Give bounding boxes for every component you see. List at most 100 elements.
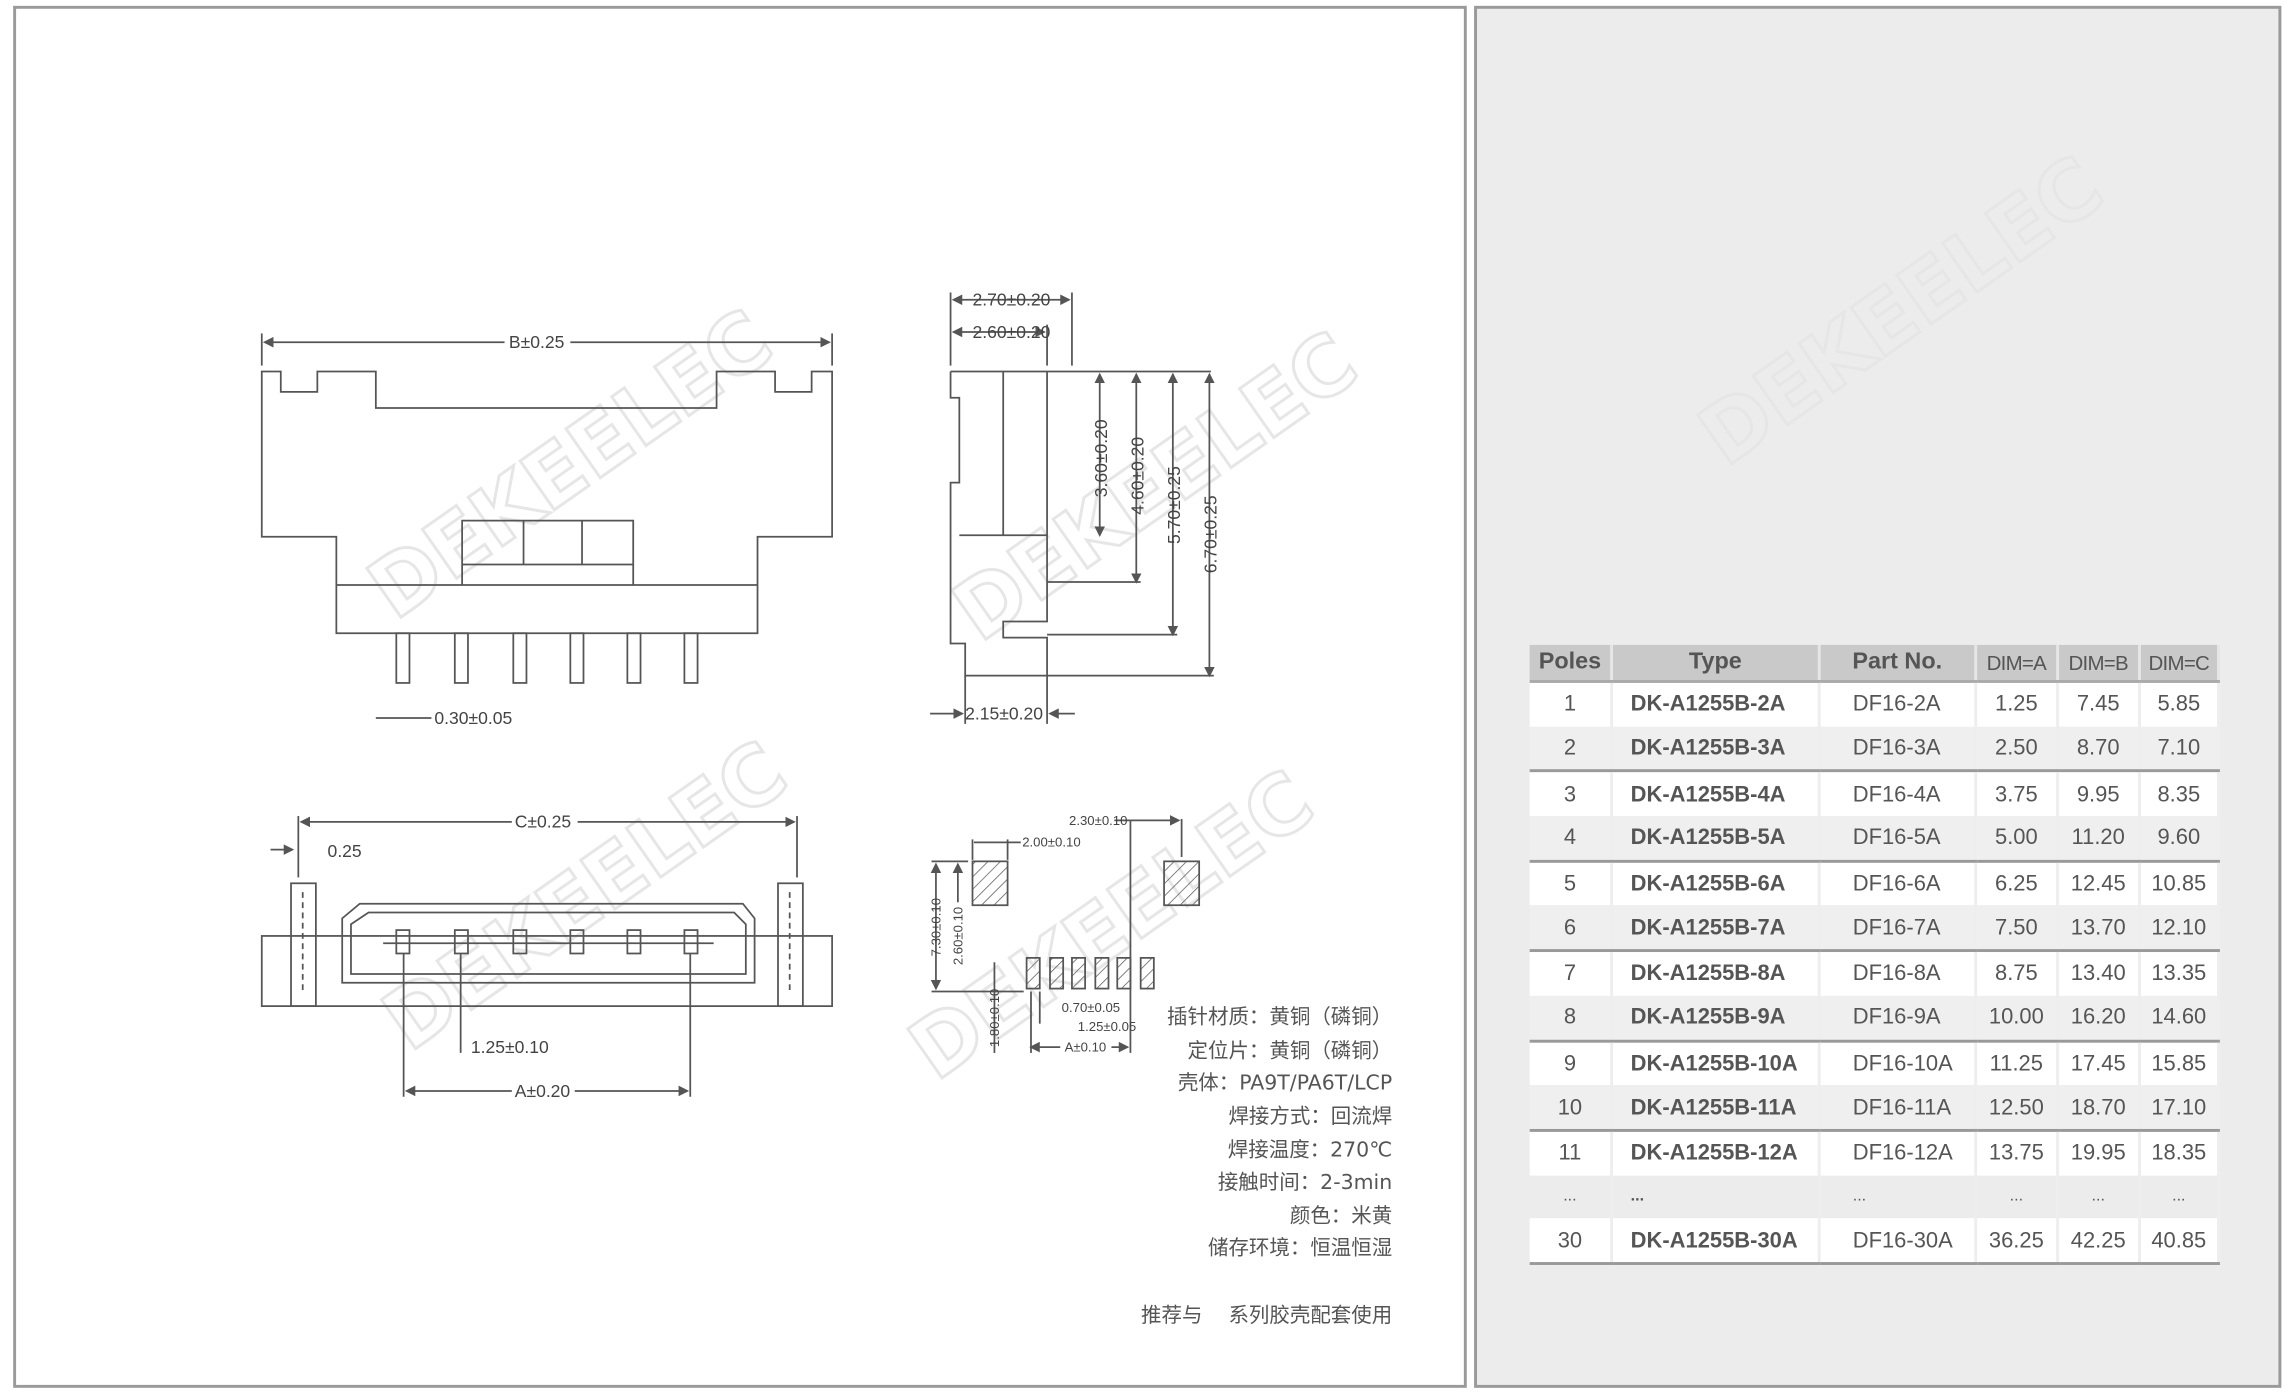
front-view <box>260 333 833 719</box>
cell-part-no: DF16-7A <box>1819 905 1977 953</box>
dim-pitch-label: 1.25±0.10 <box>471 1037 549 1057</box>
dim-label: 3.60±0.20 <box>1091 419 1111 497</box>
col-header-type: Type <box>1611 644 1821 683</box>
cell-dim-c: 10.85 <box>2139 860 2220 906</box>
cell-dim-a: ... <box>1975 1175 2059 1219</box>
dim-label: 7.30±0.10 <box>928 898 943 956</box>
dim-label: 2.15±0.20 <box>965 704 1043 724</box>
dim-label: 4.60±0.20 <box>1128 437 1148 515</box>
cell-poles: 10 <box>1529 1085 1614 1132</box>
cell-dim-b: 19.95 <box>2057 1130 2141 1176</box>
pcb-footprint <box>930 815 1201 1053</box>
cell-dim-c: 12.10 <box>2139 905 2220 953</box>
dim-label: 6.70±0.25 <box>1201 495 1221 573</box>
table-row: 2 DK-A1255B-3A DF16-3A 2.50 8.70 7.10 <box>1529 726 2220 773</box>
cell-type: DK-A1255B-6A <box>1611 860 1821 906</box>
cell-type: DK-A1255B-30A <box>1611 1218 1821 1265</box>
cell-dim-a: 3.75 <box>1975 771 2059 817</box>
cell-dim-c: 14.60 <box>2139 995 2220 1042</box>
side-view <box>930 292 1215 724</box>
cell-type: DK-A1255B-7A <box>1611 905 1821 953</box>
col-header-dim-b: DIM=B <box>2057 644 2141 683</box>
cell-type: DK-A1255B-2A <box>1611 681 1821 727</box>
cell-dim-a: 36.25 <box>1975 1218 2059 1265</box>
cell-dim-a: 12.50 <box>1975 1085 2059 1132</box>
spec-line: 储存环境：恒温恒湿 <box>1208 1236 1392 1260</box>
cell-poles: 30 <box>1529 1218 1614 1265</box>
watermark: DEKEELEC <box>352 292 789 638</box>
dim-label: 2.60±0.20 <box>972 322 1050 342</box>
spec-line: 颜色：米黄 <box>1290 1204 1392 1228</box>
spec-line: 焊接方式：回流焊 <box>1228 1104 1392 1128</box>
cell-dim-b: ... <box>2057 1175 2141 1219</box>
cell-dim-c: ... <box>2139 1175 2220 1219</box>
cell-dim-c: 7.10 <box>2139 726 2220 773</box>
table-row: ... ... ... ... ... ... <box>1529 1175 2220 1219</box>
col-header-dim-a: DIM=A <box>1975 644 2059 683</box>
cell-dim-b: 11.20 <box>2057 816 2141 863</box>
col-header-poles: Poles <box>1529 644 1614 683</box>
recommend-note: 推荐与 系列胶壳配套使用 <box>1141 1303 1392 1327</box>
dimension-labels: B±0.25 0.30±0.05 2.70±0.20 2.60±0.20 3.6… <box>328 290 1221 1101</box>
cell-poles: ... <box>1529 1175 1614 1219</box>
cell-dim-b: 17.45 <box>2057 1040 2141 1086</box>
dim-label: 2.30±0.10 <box>1069 813 1127 828</box>
cell-dim-a: 13.75 <box>1975 1130 2059 1176</box>
cell-dim-b: 13.40 <box>2057 950 2141 996</box>
cell-dim-b: 9.95 <box>2057 771 2141 817</box>
dim-label: A±0.10 <box>1065 1039 1107 1054</box>
dim-pin-width-label: 0.30±0.05 <box>434 708 512 728</box>
table-header-row: Poles Type Part No. DIM=A DIM=B DIM=C <box>1529 644 2220 683</box>
cell-part-no: DF16-9A <box>1819 995 1977 1042</box>
dim-c-label: C±0.25 <box>515 812 572 832</box>
col-header-dim-c: DIM=C <box>2139 644 2220 683</box>
cell-dim-b: 12.45 <box>2057 860 2141 906</box>
cell-dim-b: 16.20 <box>2057 995 2141 1042</box>
dim-label: 1.25±0.05 <box>1078 1019 1136 1034</box>
cell-dim-a: 1.25 <box>1975 681 2059 727</box>
cell-type: DK-A1255B-12A <box>1611 1130 1821 1176</box>
cell-dim-c: 9.60 <box>2139 816 2220 863</box>
cell-poles: 5 <box>1529 860 1614 906</box>
cell-type: DK-A1255B-10A <box>1611 1040 1821 1086</box>
cell-poles: 3 <box>1529 771 1614 817</box>
cell-dim-a: 8.75 <box>1975 950 2059 996</box>
cell-type: DK-A1255B-9A <box>1611 995 1821 1042</box>
cell-dim-a: 7.50 <box>1975 905 2059 953</box>
cell-poles: 2 <box>1529 726 1614 773</box>
cell-type: DK-A1255B-5A <box>1611 816 1821 863</box>
table-row: 9 DK-A1255B-10A DF16-10A 11.25 17.45 15.… <box>1529 1040 2220 1086</box>
cell-dim-a: 11.25 <box>1975 1040 2059 1086</box>
cell-dim-c: 40.85 <box>2139 1218 2220 1265</box>
cell-dim-c: 5.85 <box>2139 681 2220 727</box>
spec-line: 壳体：PA9T/PA6T/LCP <box>1178 1070 1392 1094</box>
cell-type: DK-A1255B-11A <box>1611 1085 1821 1132</box>
cell-dim-a: 10.00 <box>1975 995 2059 1042</box>
cell-part-no: DF16-3A <box>1819 726 1977 773</box>
cell-part-no: DF16-12A <box>1819 1130 1977 1176</box>
table-row: 5 DK-A1255B-6A DF16-6A 6.25 12.45 10.85 <box>1529 860 2220 906</box>
cell-type: ... <box>1611 1175 1821 1219</box>
cell-poles: 9 <box>1529 1040 1614 1086</box>
cell-poles: 7 <box>1529 950 1614 996</box>
watermark: DEKEELEC <box>1683 138 2120 484</box>
dim-label: 2.00±0.10 <box>1022 835 1080 850</box>
cell-dim-b: 42.25 <box>2057 1218 2141 1265</box>
cell-type: DK-A1255B-4A <box>1611 771 1821 817</box>
table-row: 11 DK-A1255B-12A DF16-12A 13.75 19.95 18… <box>1529 1130 2220 1176</box>
dim-label: 0.25 <box>328 841 362 861</box>
cell-dim-b: 8.70 <box>2057 726 2141 773</box>
watermark: DEKEELEC <box>366 723 803 1069</box>
table-row: 10 DK-A1255B-11A DF16-11A 12.50 18.70 17… <box>1529 1085 2220 1132</box>
material-specs: 插针材质：黄铜（磷铜） 定位片：黄铜（磷铜） 壳体：PA9T/PA6T/LCP … <box>1141 1005 1392 1327</box>
cell-dim-a: 5.00 <box>1975 816 2059 863</box>
dim-label: 0.70±0.05 <box>1062 1000 1120 1015</box>
dim-label: 5.70±0.25 <box>1164 466 1184 544</box>
cell-part-no: ... <box>1819 1175 1977 1219</box>
dim-label: 2.70±0.20 <box>972 290 1050 310</box>
dim-a-label: A±0.20 <box>515 1081 571 1101</box>
dim-label: 1.80±0.10 <box>987 989 1002 1047</box>
spec-line: 插针材质：黄铜（磷铜） <box>1167 1005 1392 1029</box>
